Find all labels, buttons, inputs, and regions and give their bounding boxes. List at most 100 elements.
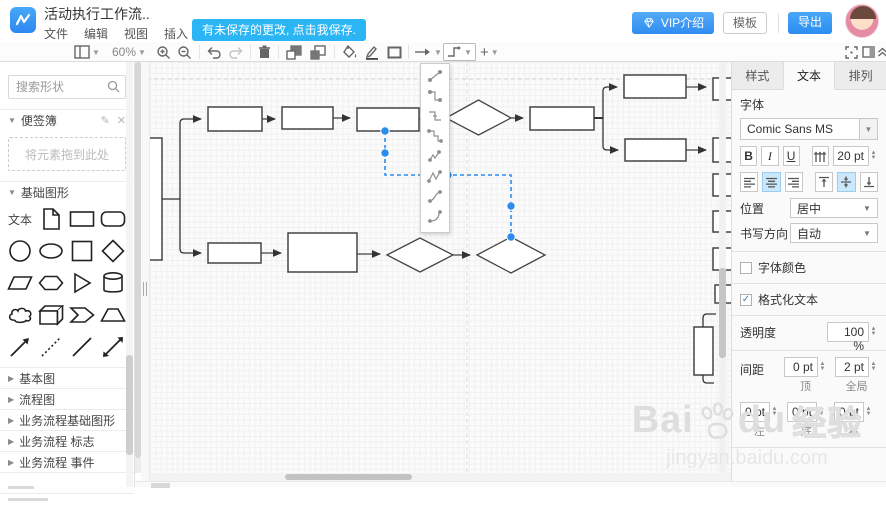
zoom-in-button[interactable] xyxy=(156,42,171,62)
flow-connector[interactable] xyxy=(179,115,203,199)
flow-node-diamond[interactable] xyxy=(444,99,513,136)
font-size-spinner[interactable]: 20 pt ▲▼ xyxy=(833,146,878,166)
notepad-section-header[interactable]: ▼ 便签簿 ✎ ✕ xyxy=(0,109,134,131)
sidebar-item-bpmn-basic[interactable]: ▶ 业务流程基础图形 xyxy=(0,409,134,430)
formatted-text-checkbox[interactable]: ✓ xyxy=(740,293,752,306)
flow-node-rect[interactable] xyxy=(150,137,163,261)
document-title[interactable]: 活动执行工作流.. xyxy=(44,6,150,22)
connector-option-zigzag-small[interactable] xyxy=(422,146,448,166)
shape-cylinder[interactable] xyxy=(99,271,127,295)
flow-connector[interactable] xyxy=(702,313,716,327)
menu-insert[interactable]: 插入 xyxy=(164,27,189,41)
shape-style-button[interactable] xyxy=(387,42,402,62)
template-button[interactable]: 模板 xyxy=(723,12,767,34)
flow-node-rect[interactable] xyxy=(281,106,334,130)
page-layout-button[interactable]: ▼ xyxy=(74,42,100,62)
flow-node-rect[interactable] xyxy=(207,106,263,132)
search-input[interactable] xyxy=(8,75,126,99)
connector-option-curve-end[interactable] xyxy=(422,206,448,226)
vertical-text-button[interactable] xyxy=(811,146,829,166)
shape-double-arrow[interactable] xyxy=(99,335,127,359)
spacing-top-spinner[interactable]: 0 pt ▲▼ xyxy=(784,357,827,377)
connector-endpoint-handle[interactable] xyxy=(380,126,390,136)
sidebar-item-bpmn-signs[interactable]: ▶ 业务流程 标志 xyxy=(0,430,134,451)
sidebar-scrollbar[interactable] xyxy=(126,62,133,487)
app-logo[interactable] xyxy=(10,7,36,33)
align-left-button[interactable] xyxy=(740,172,759,192)
shape-cube[interactable] xyxy=(37,303,65,327)
flow-node-diamond[interactable] xyxy=(475,236,547,274)
flow-connector[interactable] xyxy=(602,83,619,118)
close-icon[interactable]: ✕ xyxy=(116,115,126,127)
connector-endpoint-handle[interactable] xyxy=(506,232,516,242)
shape-solid-line[interactable] xyxy=(68,335,96,359)
bold-button[interactable]: B xyxy=(740,146,758,166)
align-right-button[interactable] xyxy=(784,172,803,192)
flow-node-rect[interactable] xyxy=(693,326,714,376)
tab-text[interactable]: 文本 xyxy=(783,62,836,90)
shape-cloud[interactable] xyxy=(6,303,34,327)
scrollbar-thumb[interactable] xyxy=(135,62,141,458)
align-center-button[interactable] xyxy=(762,172,781,192)
connector-style-button[interactable]: ▼ xyxy=(443,43,476,61)
scrollbar-thumb[interactable] xyxy=(285,474,412,480)
notepad-dropzone[interactable]: 将元素拖到此处 xyxy=(8,137,126,171)
menu-view[interactable]: 视图 xyxy=(124,27,149,41)
shape-ellipse[interactable] xyxy=(37,239,65,263)
fill-color-button[interactable] xyxy=(342,42,358,62)
valign-top-button[interactable] xyxy=(814,172,834,192)
spacing-global-spinner[interactable]: 2 pt ▲▼ xyxy=(835,357,878,377)
flow-node-rect[interactable] xyxy=(624,138,687,162)
spinner-arrows[interactable]: ▲▼ xyxy=(870,361,877,372)
flow-connector[interactable] xyxy=(702,375,714,384)
menu-edit[interactable]: 编辑 xyxy=(84,27,109,41)
shape-circle[interactable] xyxy=(6,239,34,263)
connector-option-zigzag[interactable] xyxy=(422,166,448,186)
spinner-arrows[interactable]: ▲▼ xyxy=(870,150,877,161)
tab-arrange[interactable]: 排列 xyxy=(848,69,873,83)
valign-bottom-button[interactable] xyxy=(859,172,878,192)
opacity-spinner[interactable]: 100 % ▲▼ xyxy=(827,322,878,353)
shape-document[interactable] xyxy=(37,207,65,231)
redo-button[interactable] xyxy=(228,42,244,62)
shape-text[interactable]: 文本 xyxy=(7,212,32,227)
spinner-arrows[interactable]: ▲▼ xyxy=(819,361,826,372)
shape-arrow-line[interactable] xyxy=(6,335,34,359)
flow-connector[interactable] xyxy=(179,199,203,257)
add-shape-button[interactable]: +▼ xyxy=(480,43,499,61)
arrow-style-button[interactable]: ▼ xyxy=(414,42,442,62)
connector-option-curve[interactable] xyxy=(422,186,448,206)
shape-dotted-line[interactable] xyxy=(37,335,65,359)
shape-rectangle[interactable] xyxy=(68,207,96,231)
caret-down-icon[interactable]: ▼ xyxy=(859,119,877,139)
fullscreen-icon[interactable] xyxy=(845,42,858,62)
canvas-left-scrollbar[interactable] xyxy=(135,62,141,473)
page-tab[interactable] xyxy=(151,483,170,488)
position-select[interactable]: 居中 ▼ xyxy=(790,198,878,218)
panel-toggle-icon[interactable] xyxy=(862,42,875,62)
connector-option-straight[interactable] xyxy=(422,66,448,86)
send-to-back-button[interactable] xyxy=(310,42,326,62)
connector-option-stairs[interactable] xyxy=(422,126,448,146)
flow-node-rect[interactable] xyxy=(207,242,262,264)
undo-button[interactable] xyxy=(206,42,222,62)
shape-chevron[interactable] xyxy=(68,303,96,327)
spinner-arrows[interactable]: ▲▼ xyxy=(870,326,877,337)
spacing-left-spinner[interactable]: 0 pt ▲▼ xyxy=(740,402,779,422)
sidebar-item-flowchart[interactable]: ▶ 流程图 xyxy=(0,388,134,409)
canvas-vertical-scrollbar[interactable] xyxy=(719,62,726,473)
shape-triangle[interactable] xyxy=(68,271,96,295)
sidebar-item-clipped[interactable] xyxy=(0,472,134,493)
sidebar-item-basic-diagrams[interactable]: ▶ 基本图 xyxy=(0,367,134,388)
delete-button[interactable] xyxy=(258,42,271,62)
font-family-select[interactable]: Comic Sans MS ▼ xyxy=(740,118,878,140)
collapse-icon[interactable] xyxy=(877,42,886,62)
shape-trapezoid[interactable] xyxy=(99,303,127,327)
connector-option-elbow[interactable] xyxy=(422,86,448,106)
flow-node-rect[interactable] xyxy=(623,74,687,99)
sidebar-item-clipped[interactable] xyxy=(0,493,134,514)
spinner-arrows[interactable]: ▲▼ xyxy=(865,406,872,417)
spacing-bottom-spinner[interactable]: 0 pt ▲▼ xyxy=(787,402,826,422)
spinner-arrows[interactable]: ▲▼ xyxy=(818,406,825,417)
shape-square[interactable] xyxy=(68,239,96,263)
